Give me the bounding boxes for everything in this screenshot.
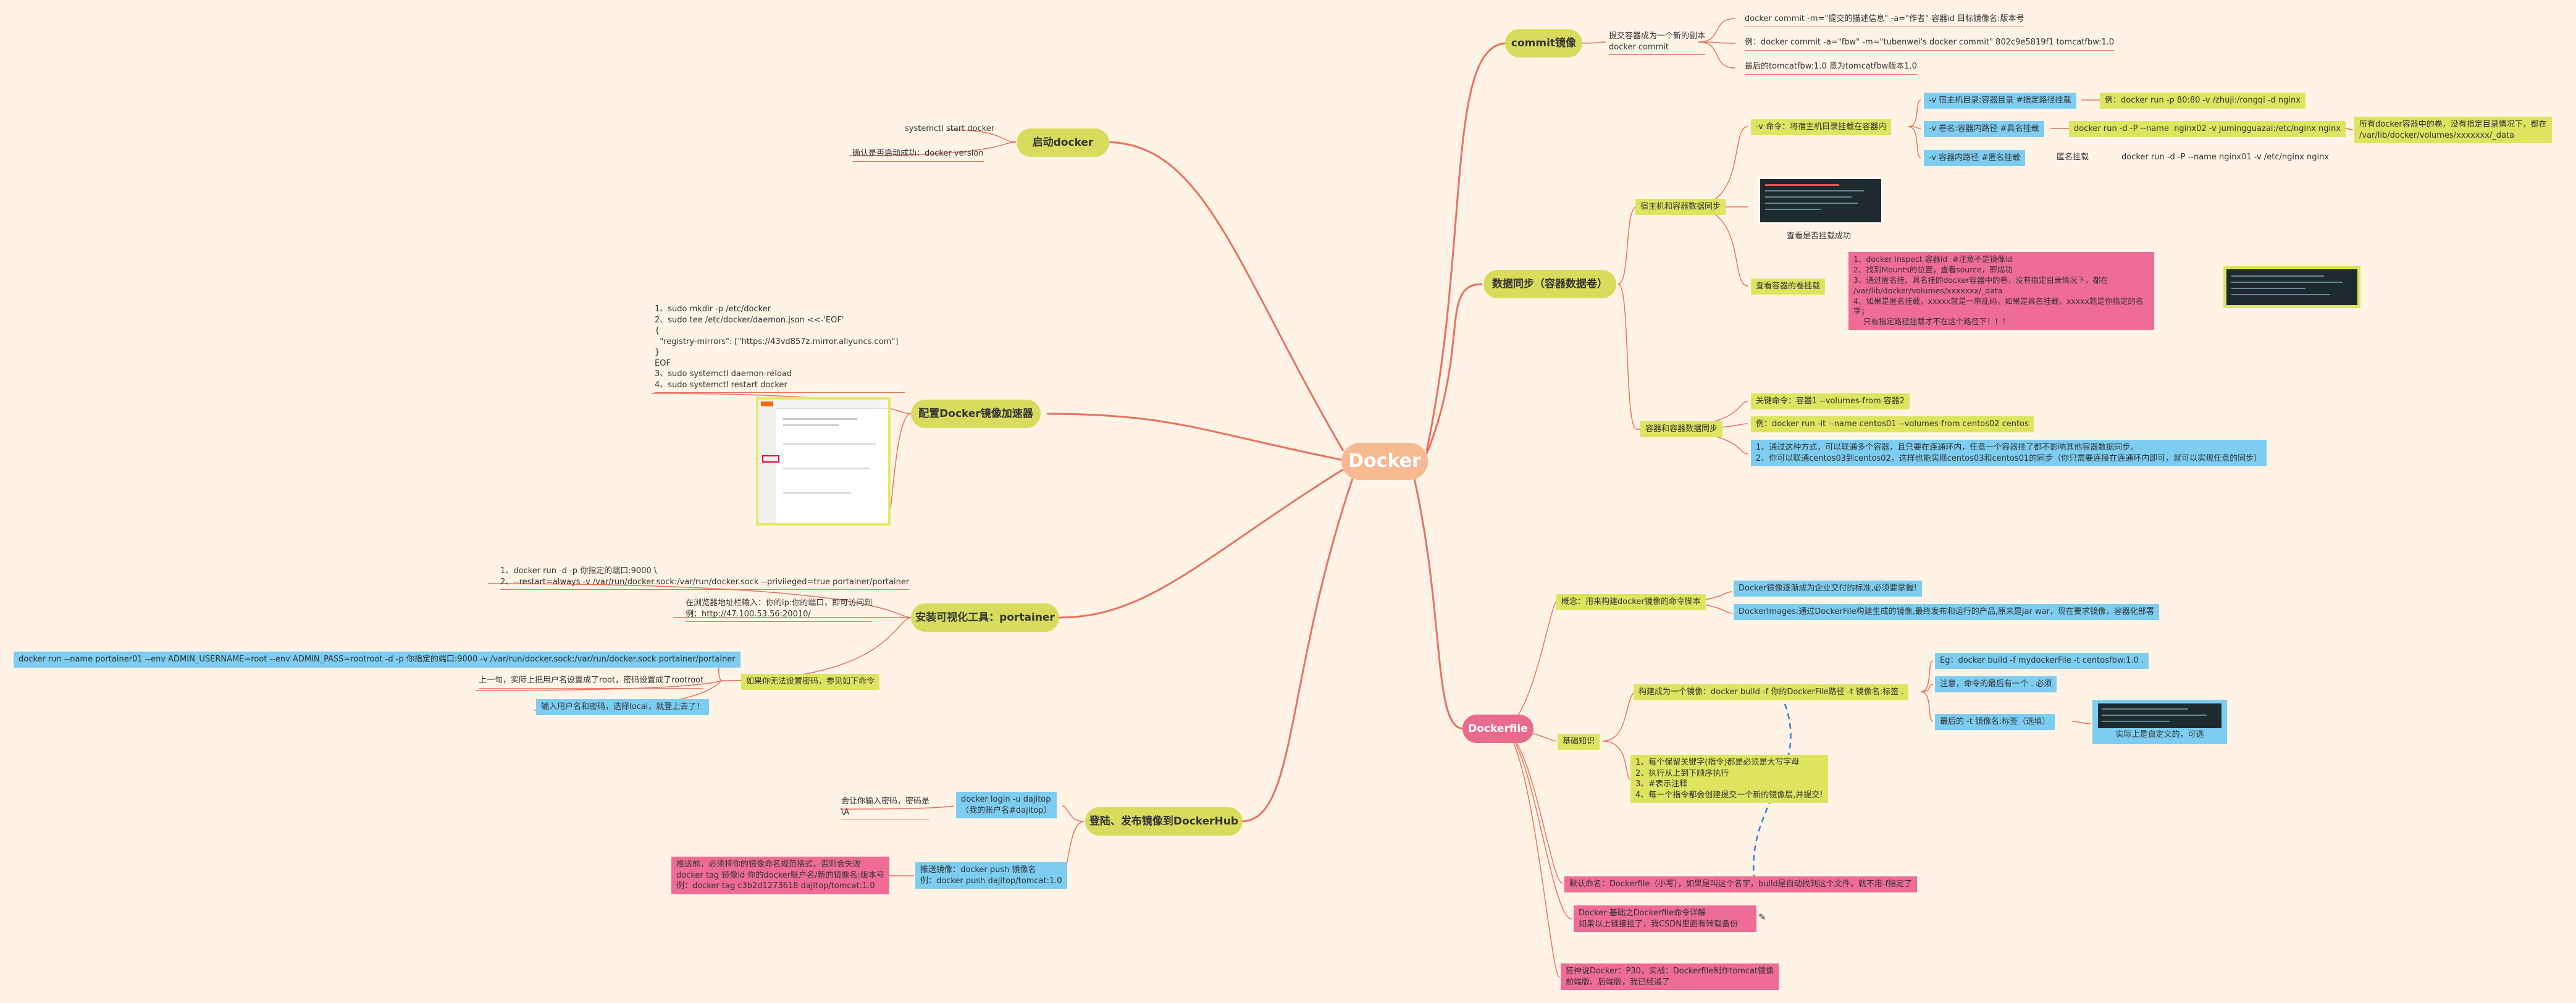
v3-example: docker run -d -P --name nginx01 -v /etc/… — [2121, 153, 2330, 162]
root-node[interactable]: Docker — [1341, 443, 1428, 480]
commit-node[interactable]: commit镜像 — [1505, 29, 1582, 57]
mirror-node[interactable]: 配置Docker镜像加速器 — [911, 400, 1041, 428]
dockerfile-node[interactable]: Dockerfile — [1462, 715, 1533, 743]
dockerfile-concept-2: DockerImages:通过DockerFile构建生成的镜像,最终发布和运行… — [1734, 604, 2159, 620]
v3-mid: 匿名挂载 — [2057, 153, 2089, 162]
edge-root-commit — [1425, 42, 1508, 451]
dockerfile-concept[interactable]: 概念：用来构建docker镜像的命令脚本 — [1556, 594, 1706, 610]
dockerfile-rules: 1、每个保留关键字(指令)都是必须是大写字母 2、执行从上到下顺序执行 3、#表… — [1630, 755, 1828, 804]
inspect-node[interactable]: 查看容器的卷挂载 — [1751, 279, 1826, 295]
mirror-code: 1、sudo mkdir -p /etc/docker 2、sudo tee /… — [655, 304, 905, 393]
dockerfile-basics[interactable]: 基础知识 — [1558, 734, 1600, 750]
v-cmd-node[interactable]: -v 命令：将宿主机目录挂载在容器内 — [1751, 119, 1892, 135]
edge-root-hub — [1241, 478, 1354, 823]
commit-desc: 提交容器成为一个新的副本 docker commit — [1609, 31, 1706, 56]
portainer-forgot-cmd: docker run --name portainer01 --env ADMI… — [14, 652, 740, 668]
portainer-cmd: 1、docker run -d -p 你指定的端口:9000 \ 2、--res… — [500, 566, 910, 590]
dockerfile-concept-1: Docker镜像逐渐成为企业交付的标准,必须要掌握! — [1734, 581, 1922, 597]
docker-push-node[interactable]: 推送镜像：docker push 镜像名 例：docker push dajit… — [915, 862, 1067, 889]
commit-item-3: 最后的tomcatfbw:1.0 意为tomcatfbw版本1.0 — [1745, 61, 1917, 75]
docker-build-node[interactable]: 构建成为一个镜像：docker build -f 你的DockerFile路径 … — [1634, 684, 1909, 700]
build-screenshot-thumbnail — [2098, 703, 2221, 728]
edge-root-sync — [1425, 283, 1483, 455]
start-item-1: systemctl start docker — [905, 124, 995, 133]
edge-root-mirror — [1046, 413, 1344, 461]
v1-node[interactable]: -v 宿主机目录:容器目录 #指定路径挂载 — [1924, 93, 2076, 109]
dockerfile-default-name: 默认命名：Dockerfile（小写），如果是叫这个名字，build是自动找到这… — [1564, 876, 1918, 892]
start-docker-node[interactable]: 启动docker — [1017, 128, 1109, 157]
portainer-visit: 在浏览器地址栏输入：你的ip:你的端口，即可访问到 例：http://47.10… — [686, 598, 873, 623]
v2-example: docker run -d -P --name nginx02 -v jumin… — [2069, 121, 2346, 137]
docker-push-note: 推送前，必须将你的镜像命名规范格式，否则会失败 docker tag 镜像id … — [671, 857, 889, 894]
volumes-from-note: 1、通过这种方式，可以联通多个容器，且只要在连通环内，任意一个容器挂了都不影响其… — [1751, 440, 2267, 467]
inspect-steps: 1、docker inspect 容器id #注意不是镜像id 2、找到Moun… — [1848, 252, 2154, 330]
dockerfile-practice: 狂神说Docker：P30，实战：Dockerfile制作tomcat镜像 前端… — [1561, 963, 1779, 991]
docker-login-note: 会让你输入密码，密码是 \A — [841, 796, 930, 821]
v2-note: 所有docker容器中的卷，没有指定目录情况下，都在 /var/lib/dock… — [2354, 117, 2552, 144]
dockerfile-detail-link[interactable]: Docker 基础之Dockerfile命令详解 如果以上链接挂了，我CSDN里… — [1574, 905, 1757, 933]
dashed-link — [1753, 703, 1792, 878]
v2-node[interactable]: -v 卷名:容器内路径 #具名挂载 — [1924, 121, 2044, 137]
aliyun-console-screenshot — [758, 400, 888, 523]
edge-root-portainer — [1059, 468, 1344, 619]
volumes-from-key: 关键命令：容器1 --volumes-from 容器2 — [1751, 393, 1910, 409]
sync-host-node[interactable]: 宿主机和容器数据同步 — [1635, 199, 1726, 215]
sync-node[interactable]: 数据同步（容器数据卷） — [1483, 270, 1616, 298]
edit-link-icon[interactable]: ✎ — [1758, 912, 1766, 923]
build-eg: Eg：docker build -f mydockerFile -t cento… — [1935, 653, 2149, 669]
volumes-from-example: 例：docker run -it --name centos01 --volum… — [1751, 416, 2034, 432]
commit-item-1: docker commit -m="提交的描述信息" -a="作者" 容器id … — [1745, 14, 2024, 27]
mount-screenshot-thumbnail — [1760, 179, 1881, 222]
edge-root-start — [1105, 141, 1345, 451]
portainer-login-note: 输入用户名和密码，选择local，就登上去了！ — [536, 699, 710, 715]
portainer-forgot-note: 上一句，实际上把用户名设置成了root，密码设置成了rootroot — [479, 675, 704, 689]
v3-node[interactable]: -v 容器内路径 #匿名挂载 — [1924, 150, 2026, 166]
edge-root-dockerfile — [1413, 478, 1464, 730]
container-sync-node[interactable]: 容器和容器数据同步 — [1640, 421, 1723, 437]
portainer-node[interactable]: 安装可视化工具：portainer — [911, 603, 1059, 632]
v1-example: 例：docker run -p 80:80 -v /zhuji:/rongqi … — [2100, 93, 2305, 109]
mount-check-label: 查看是否挂载成功 — [1787, 232, 1852, 241]
inspect-screenshot-thumbnail — [2226, 269, 2357, 305]
portainer-forgot-node[interactable]: 如果你无法设置密码，参见如下命令 — [741, 674, 880, 690]
start-item-2: 确认是否启动成功：docker version — [852, 148, 984, 162]
commit-item-2: 例：docker commit -a="fbw" -m="tubenwei's … — [1745, 37, 2115, 51]
dockerhub-node[interactable]: 登陆、发布镜像到DockerHub — [1085, 807, 1243, 836]
build-tag-note: 最后的 -t 镜像名:标签（选填） — [1935, 714, 2055, 730]
docker-login-node[interactable]: docker login -u dajitop （我的账户名#dajitop） — [956, 792, 1057, 819]
build-dot-note: 注意，命令的最后有一个 . 必须 — [1935, 676, 2057, 692]
